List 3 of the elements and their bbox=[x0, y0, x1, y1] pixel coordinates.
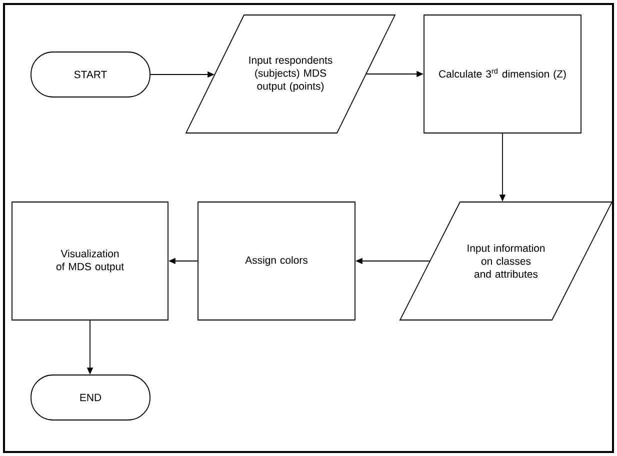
process-box: Assign colors bbox=[198, 202, 356, 320]
process-box: Visualization of MDS output bbox=[12, 202, 168, 320]
process-box: Calculate 3$^{rd}$ dimension (Z) bbox=[424, 14, 582, 134]
